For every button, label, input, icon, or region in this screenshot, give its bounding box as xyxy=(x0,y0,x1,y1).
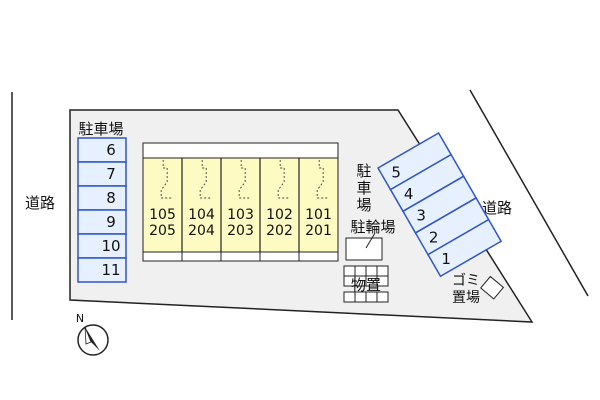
compass-north-letter: N xyxy=(76,312,84,325)
unit-stair-icon xyxy=(199,160,213,199)
right-road-label: 道路 xyxy=(482,199,512,217)
storage-block xyxy=(354,265,367,277)
unit-stair-icon xyxy=(238,160,252,199)
parking-space xyxy=(77,233,127,259)
unit-number-1f: 104 xyxy=(188,207,215,223)
garbage-box xyxy=(480,275,505,300)
parking-space-number: 1 xyxy=(441,250,451,268)
right-parking-label-3: 場 xyxy=(356,196,371,214)
storage-label: 物置 xyxy=(351,276,381,294)
parking-space-number: 6 xyxy=(106,141,116,159)
storage-blocks xyxy=(343,265,389,303)
garbage-label-line1: ゴミ xyxy=(452,272,480,289)
parking-space xyxy=(77,185,127,211)
parking-space-number: 11 xyxy=(101,261,120,279)
building-top-wall xyxy=(142,142,339,159)
parking-space xyxy=(77,257,127,283)
parking-space-number: 8 xyxy=(106,189,116,207)
parking-space-number: 7 xyxy=(106,165,116,183)
storage-block xyxy=(376,265,389,277)
unit-number-2f: 204 xyxy=(188,223,215,239)
parking-space-number: 9 xyxy=(106,213,116,231)
parking-space xyxy=(77,209,127,235)
parking-space-number: 4 xyxy=(404,185,414,203)
unit-stair-icon xyxy=(316,160,330,199)
unit-number-2f: 202 xyxy=(266,223,293,239)
unit-number-1f: 105 xyxy=(149,207,176,223)
right-road-edge xyxy=(469,89,589,297)
building-bottom-wall xyxy=(142,251,339,262)
unit-number-1f: 103 xyxy=(227,207,254,223)
parking-space-number: 3 xyxy=(416,207,426,225)
right-parking-label-1: 駐 xyxy=(356,162,371,180)
parking-space-number: 5 xyxy=(391,163,401,181)
bicycle-parking-leader xyxy=(365,232,376,249)
unit-number-2f: 203 xyxy=(227,223,254,239)
left-parking-label: 駐車場 xyxy=(78,120,123,138)
bicycle-parking-box xyxy=(345,237,383,261)
unit-number-2f: 205 xyxy=(149,223,176,239)
left-road-label: 道路 xyxy=(25,194,55,212)
storage-block xyxy=(343,265,356,277)
unit-stair-icon xyxy=(160,160,174,199)
storage-block xyxy=(365,265,378,277)
unit-number-1f: 101 xyxy=(305,207,332,223)
storage-block xyxy=(376,275,389,287)
bicycle-parking-label: 駐輪場 xyxy=(350,218,395,236)
parking-space xyxy=(77,161,127,187)
parking-space-number: 2 xyxy=(429,228,439,246)
storage-block xyxy=(376,291,389,303)
garbage-label-line2: 置場 xyxy=(452,290,480,306)
unit-stair-icon xyxy=(277,160,291,199)
compass-icon: N xyxy=(76,312,109,356)
right-parking-label-2: 車 xyxy=(356,179,371,197)
unit-number-1f: 102 xyxy=(266,207,293,223)
parking-space xyxy=(77,137,127,163)
parking-space xyxy=(426,218,503,278)
parking-space-number: 10 xyxy=(101,237,120,255)
left-parking-spaces: 6 7 8 9 10 11 xyxy=(77,137,127,283)
unit-number-2f: 201 xyxy=(305,223,332,239)
